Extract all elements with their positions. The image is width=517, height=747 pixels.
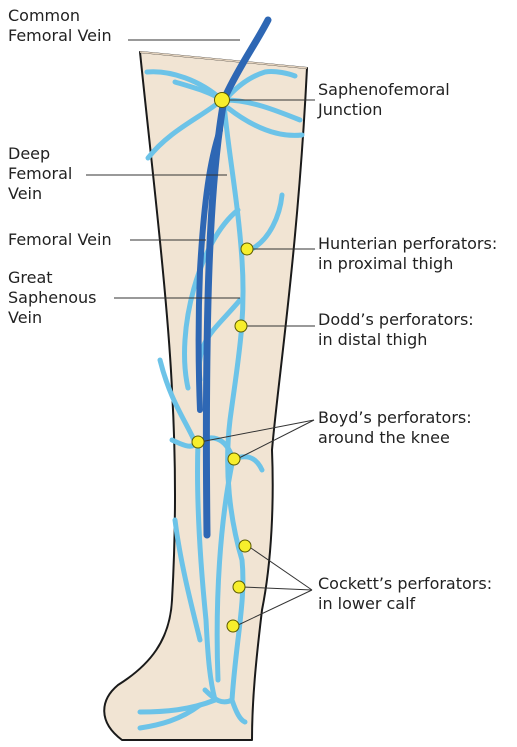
label-line: Saphenofemoral	[318, 80, 450, 100]
label-line: Cockett’s perforators:	[318, 574, 492, 594]
label-line: in distal thigh	[318, 330, 474, 350]
label-saphenofemoral-junction: Saphenofemoral Junction	[318, 80, 450, 120]
boyds-perforator-marker-2	[228, 453, 240, 465]
label-line: Dodd’s perforators:	[318, 310, 474, 330]
label-line: Common	[8, 6, 112, 26]
label-line: Femoral Vein	[8, 230, 112, 250]
label-line: Femoral	[8, 164, 72, 184]
label-line: Vein	[8, 308, 97, 328]
label-line: Deep	[8, 144, 72, 164]
label-deep-femoral-vein: Deep Femoral Vein	[8, 144, 72, 204]
label-line: Vein	[8, 184, 72, 204]
dodds-perforator-marker	[235, 320, 247, 332]
label-line: in proximal thigh	[318, 254, 497, 274]
label-line: Junction	[318, 100, 450, 120]
label-line: Great	[8, 268, 97, 288]
saphenofemoral-junction-marker	[215, 93, 230, 108]
label-line: Boyd’s perforators:	[318, 408, 472, 428]
label-line: in lower calf	[318, 594, 492, 614]
label-cocketts-perforators: Cockett’s perforators: in lower calf	[318, 574, 492, 614]
label-dodds-perforators: Dodd’s perforators: in distal thigh	[318, 310, 474, 350]
label-line: around the knee	[318, 428, 472, 448]
label-line: Hunterian perforators:	[318, 234, 497, 254]
cocketts-perforator-marker-3	[227, 620, 239, 632]
label-hunterian-perforators: Hunterian perforators: in proximal thigh	[318, 234, 497, 274]
label-boyds-perforators: Boyd’s perforators: around the knee	[318, 408, 472, 448]
cocketts-perforator-marker-1	[239, 540, 251, 552]
hunterian-perforator-marker	[241, 243, 253, 255]
label-line: Femoral Vein	[8, 26, 112, 46]
label-line: Saphenous	[8, 288, 97, 308]
cocketts-perforator-marker-2	[233, 581, 245, 593]
label-femoral-vein: Femoral Vein	[8, 230, 112, 250]
label-great-saphenous-vein: Great Saphenous Vein	[8, 268, 97, 328]
boyds-perforator-marker-1	[192, 436, 204, 448]
label-common-femoral-vein: Common Femoral Vein	[8, 6, 112, 46]
